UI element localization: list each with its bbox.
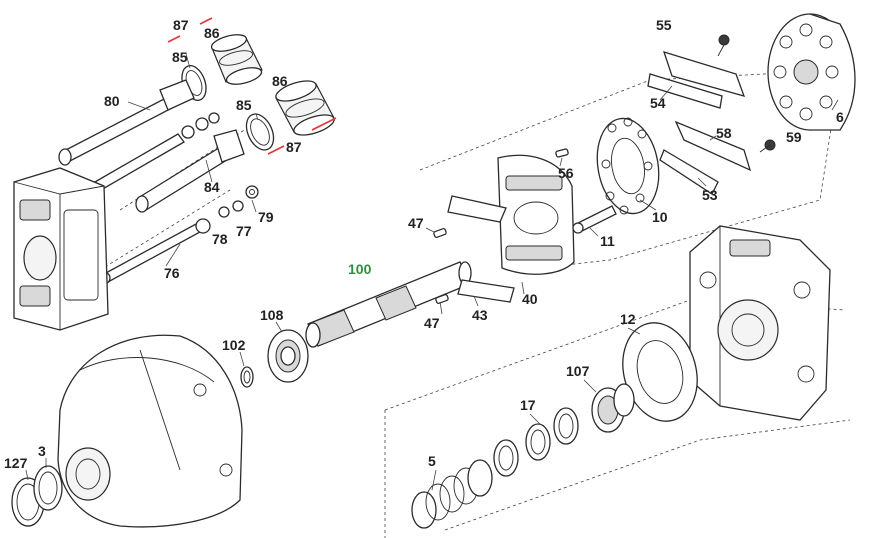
callout-17: 17: [520, 397, 536, 413]
callout-87-lower: 87: [286, 139, 302, 155]
callout-79: 79: [258, 209, 274, 225]
red-mark-87-upper-2: [199, 17, 213, 25]
callout-55: 55: [656, 17, 672, 33]
guide-upper-box: [419, 69, 841, 271]
red-mark-87-upper-1: [167, 35, 181, 43]
callout-5: 5: [428, 453, 436, 469]
callout-47-lower: 47: [424, 315, 440, 331]
red-mark-87-lower-2: [311, 117, 337, 131]
part-80-piston-rod: [58, 79, 195, 166]
part-84-piston-rod: [135, 129, 245, 213]
part-47-key-upper: [433, 228, 447, 238]
callout-40: 40: [522, 291, 538, 307]
guide-piston-2: [99, 189, 231, 271]
callout-58: 58: [716, 125, 732, 141]
callout-86-lower: 86: [272, 73, 288, 89]
callout-108: 108: [260, 307, 284, 323]
part-77-78-79-washers: [218, 185, 259, 218]
part-54-plate: [647, 73, 723, 109]
callout-54: 54: [650, 95, 666, 111]
callout-labels: 87 86 85 80 86 85 87 84 79 78 77 76 55 5…: [4, 17, 844, 471]
part-10-valve-plate: [596, 117, 660, 215]
part-12-plate: [622, 322, 698, 422]
callout-6: 6: [836, 109, 844, 125]
part-55-bracket: [662, 34, 746, 97]
callout-85-upper: 85: [172, 49, 188, 65]
leader-lines: [25, 53, 839, 491]
part-rod-middle: [85, 112, 220, 197]
part-108-bearing: [267, 329, 309, 383]
callout-76: 76: [164, 265, 180, 281]
callout-85-lower: 85: [236, 97, 252, 113]
guide-lower-bottom: [444, 419, 851, 531]
callout-77: 77: [236, 223, 252, 239]
part-40-cradle: [497, 154, 575, 275]
part-86-sleeve-lower: [275, 80, 335, 136]
callout-127: 127: [4, 455, 28, 471]
part-100-drive-shaft: [305, 261, 472, 348]
part-56-pin: [555, 148, 569, 158]
rear-cover-block: [689, 225, 831, 421]
part-5-spring: [411, 459, 493, 529]
callout-59: 59: [786, 129, 802, 145]
red-mark-87-lower-1: [267, 145, 285, 155]
front-housing: [57, 334, 243, 528]
part-47-key-lower: [435, 294, 449, 304]
part-43-plate-upper: [447, 195, 507, 223]
callout-10: 10: [652, 209, 668, 225]
left-housing-block: [13, 167, 109, 331]
part-17-rings: [493, 407, 579, 477]
callout-80: 80: [104, 93, 120, 109]
callout-87-upper: 87: [173, 17, 189, 33]
callout-3: 3: [38, 443, 46, 459]
callout-100: 100: [348, 261, 372, 277]
callout-43: 43: [472, 307, 488, 323]
part-86-sleeve-upper: [210, 34, 263, 85]
part-43-plate-lower: [457, 279, 515, 303]
callout-47-upper: 47: [408, 215, 424, 231]
callout-11: 11: [600, 233, 615, 249]
callout-102: 102: [222, 337, 246, 353]
part-3-ring: [33, 465, 63, 511]
callout-56: 56: [558, 165, 574, 181]
callout-107: 107: [566, 363, 590, 379]
callout-53: 53: [702, 187, 718, 203]
part-107-bearing: [591, 383, 635, 433]
part-6-cylinder: [767, 13, 856, 131]
part-102-ring: [240, 366, 254, 388]
part-11-pin: [572, 205, 617, 234]
callout-78: 78: [212, 231, 228, 247]
part-85-ring-lower: [245, 113, 275, 151]
callout-12: 12: [620, 311, 636, 327]
callout-86-upper: 86: [204, 25, 220, 41]
part-58-bracket: [674, 120, 776, 172]
part-76-bolt: [101, 218, 211, 284]
callout-84: 84: [204, 179, 220, 195]
